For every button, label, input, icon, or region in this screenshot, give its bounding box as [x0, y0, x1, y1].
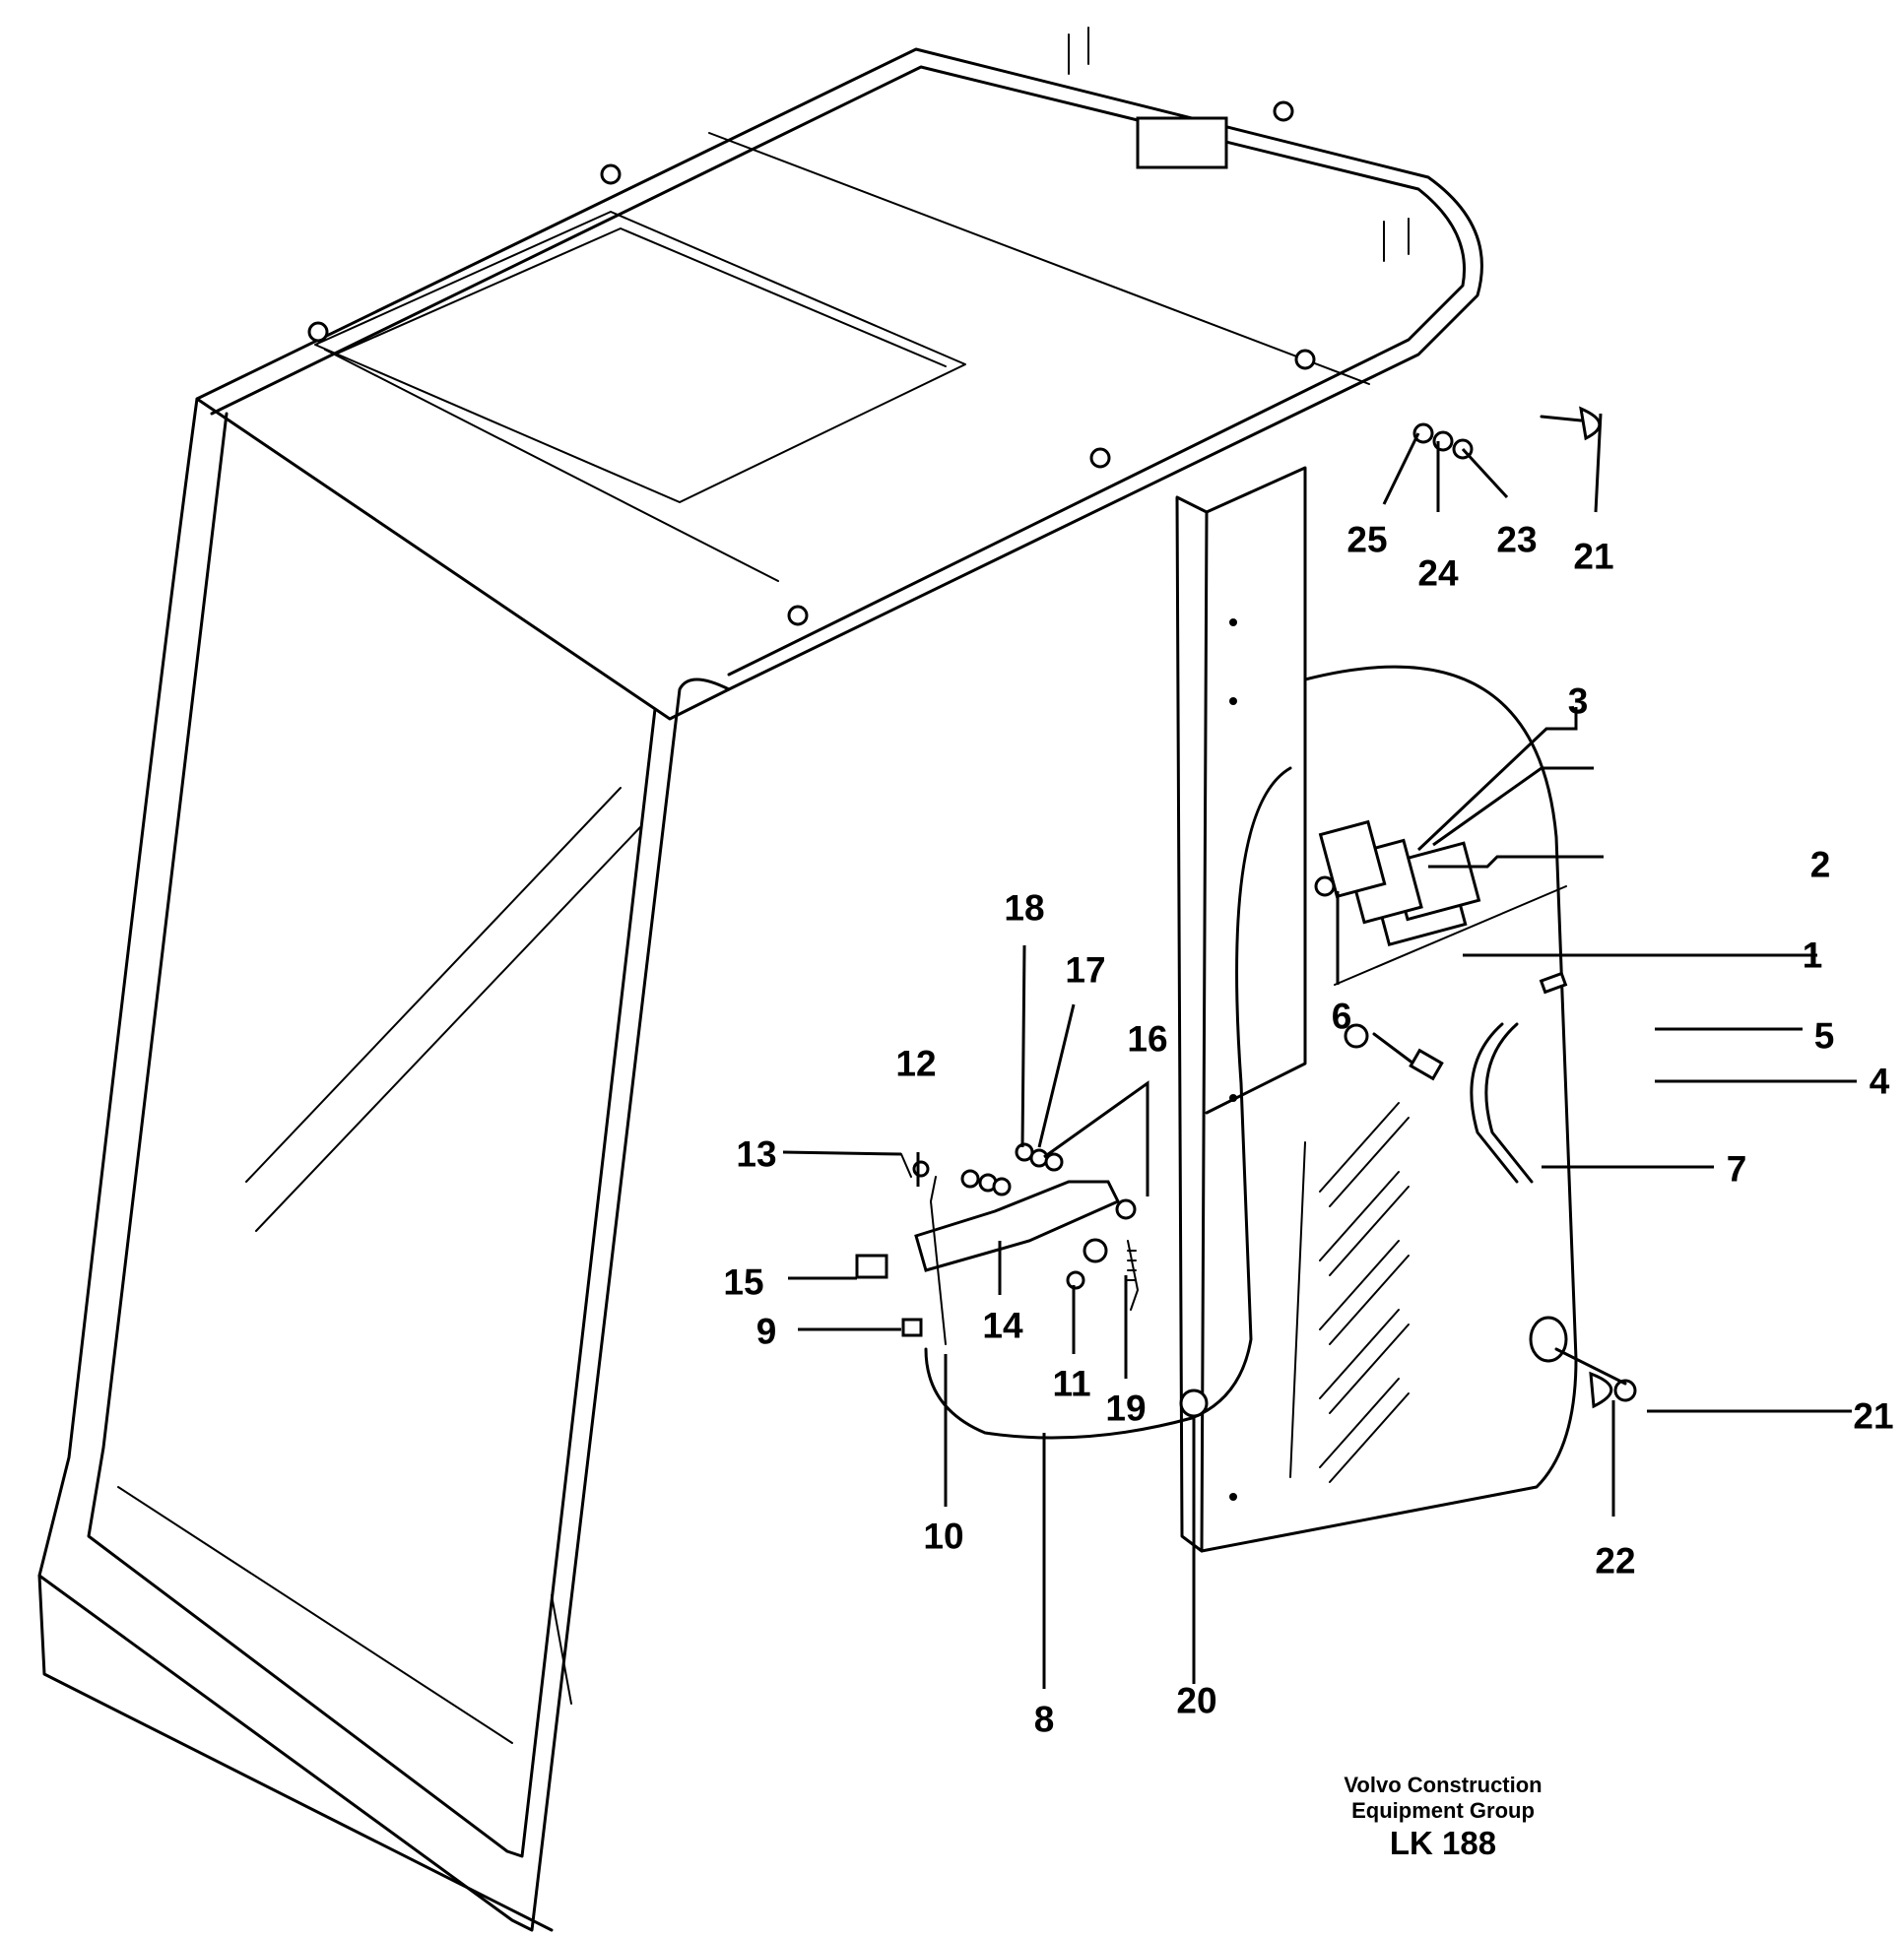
callout-14: 14 [982, 1305, 1023, 1346]
callout-6: 6 [1331, 996, 1352, 1037]
lever-assembly [855, 1142, 1209, 1418]
callout-2: 2 [1809, 844, 1831, 885]
callout-25: 25 [1346, 519, 1388, 560]
roof-mount-block [1136, 116, 1228, 169]
callout-5: 5 [1813, 1015, 1835, 1057]
callout-20: 20 [1176, 1680, 1217, 1721]
callout-8: 8 [1033, 1699, 1055, 1740]
callout-9: 9 [755, 1311, 777, 1352]
callout-13: 13 [736, 1133, 777, 1175]
callout-17: 17 [1065, 949, 1106, 991]
callout-15: 15 [723, 1261, 764, 1303]
roof-frame [195, 27, 1483, 721]
callout-24: 24 [1417, 552, 1459, 594]
rear-pillar [1175, 466, 1578, 1553]
callout-7: 7 [1726, 1148, 1747, 1190]
callout-21-bottom: 21 [1853, 1395, 1894, 1437]
callout-10: 10 [923, 1516, 964, 1557]
front-frame [37, 397, 731, 1932]
callout-19: 19 [1105, 1388, 1147, 1429]
callout-11: 11 [1052, 1363, 1091, 1404]
callout-16: 16 [1127, 1018, 1168, 1060]
callout-21-top: 21 [1573, 536, 1614, 577]
switch-assembly [1314, 819, 1481, 1081]
credit-company-line1: Volvo Construction [1344, 1773, 1543, 1797]
callout-1: 1 [1802, 935, 1823, 976]
callout-18: 18 [1004, 887, 1045, 929]
callout-leaders [782, 413, 1857, 1689]
callout-12: 12 [895, 1043, 937, 1084]
callout-4: 4 [1869, 1061, 1890, 1102]
callout-23: 23 [1496, 519, 1538, 560]
bump-stops [1412, 406, 1637, 1409]
callout-22: 22 [1595, 1540, 1636, 1582]
credit-diagram-code: LK 188 [1389, 1825, 1497, 1861]
callout-3: 3 [1567, 680, 1589, 722]
credit-company-line2: Equipment Group [1351, 1798, 1535, 1823]
